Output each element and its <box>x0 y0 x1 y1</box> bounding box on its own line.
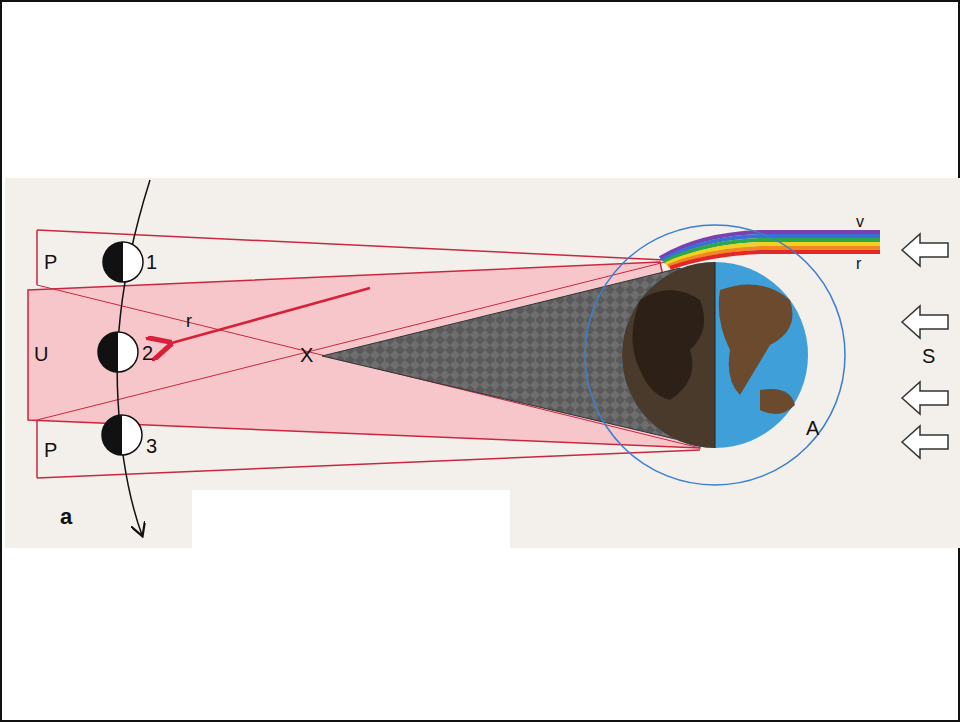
penumbra-band: P <box>44 440 60 462</box>
refracted-ray <box>168 288 370 344</box>
figure-letter: a <box>60 506 72 528</box>
blank-patch <box>192 490 510 548</box>
callout-number: 1 <box>146 252 157 272</box>
moons <box>98 242 143 455</box>
callout-number: 3 <box>146 436 157 456</box>
earth <box>622 262 808 448</box>
penumbra-edge <box>37 450 700 478</box>
penumbra-band: P <box>44 252 60 274</box>
sunlight-arrows <box>902 234 948 458</box>
band-letter: P <box>44 440 60 460</box>
penumbra-edge <box>36 230 38 285</box>
point-label: A <box>806 418 819 438</box>
penumbra-edge <box>36 420 38 478</box>
ray-label: r <box>186 312 192 330</box>
red-label: r <box>856 256 861 272</box>
atmosphere <box>585 225 845 485</box>
sun-label: S <box>922 346 935 366</box>
band-letter: U <box>34 344 51 364</box>
callout-number: 2 <box>142 343 153 363</box>
umbra-band: U <box>34 344 51 366</box>
scan-ground <box>5 178 960 548</box>
band-letter: P <box>44 252 60 272</box>
point-label: X <box>300 345 313 365</box>
violet-label: v <box>856 214 864 230</box>
